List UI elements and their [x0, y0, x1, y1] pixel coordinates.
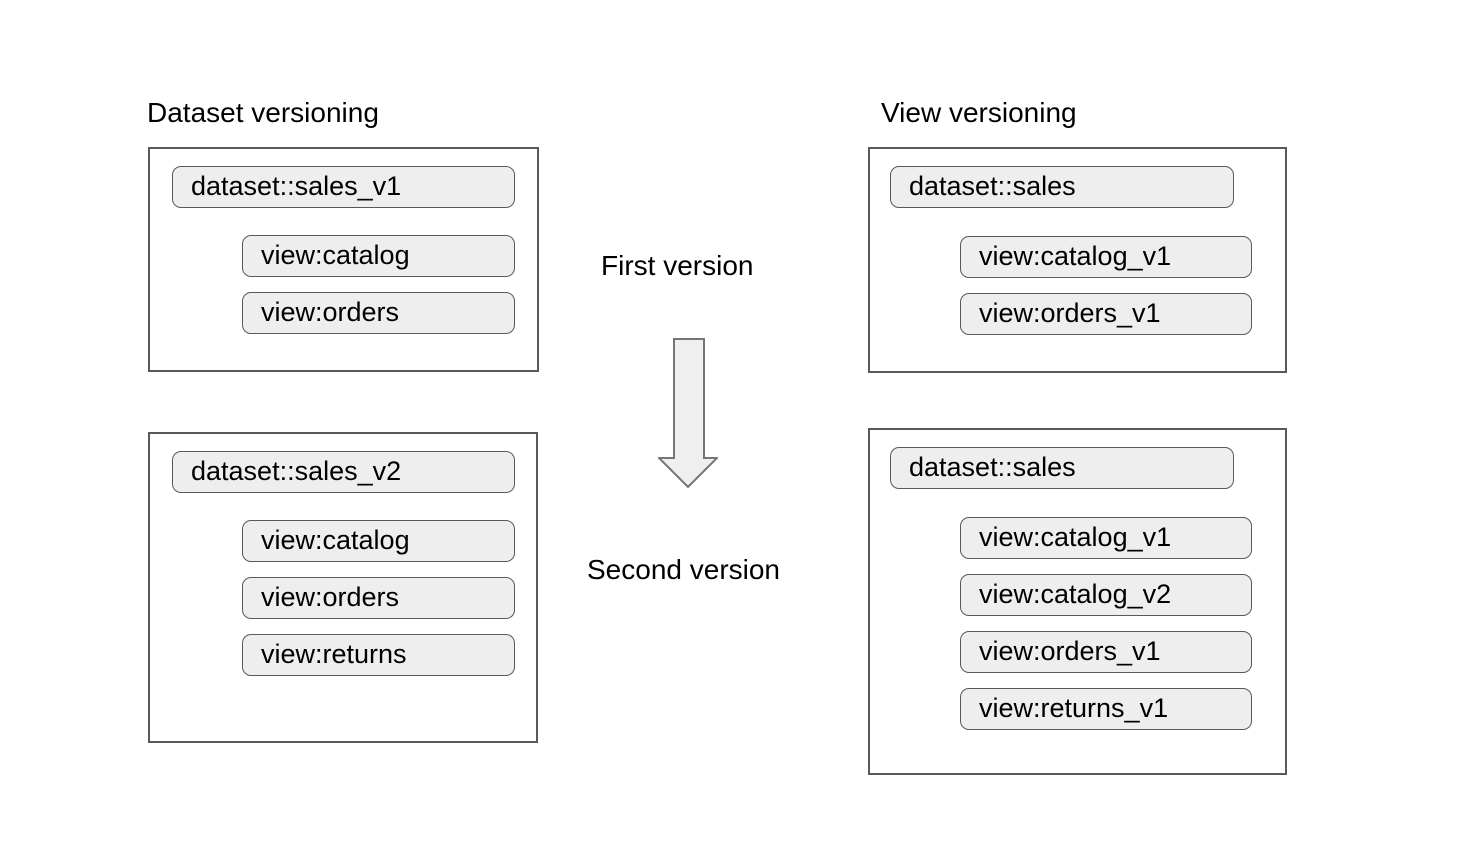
dataset-pill: dataset::sales_v2	[172, 451, 515, 493]
dataset-pill: dataset::sales	[890, 166, 1234, 208]
view-pill-list: view:catalog_v1 view:orders_v1	[960, 236, 1252, 335]
view-pill: view:catalog_v1	[960, 236, 1252, 278]
view-pill: view:orders_v1	[960, 293, 1252, 335]
view-pill: view:catalog_v1	[960, 517, 1252, 559]
down-arrow-icon	[658, 338, 718, 489]
view-versioning-title: View versioning	[881, 97, 1077, 128]
view-pill-list: view:catalog view:orders view:returns	[242, 520, 515, 676]
view-pill: view:catalog_v2	[960, 574, 1252, 616]
dataset-pill: dataset::sales	[890, 447, 1234, 489]
view-pill-list: view:catalog view:orders	[242, 235, 515, 334]
view-pill: view:orders_v1	[960, 631, 1252, 673]
view-pill: view:orders	[242, 577, 515, 619]
view-pill: view:catalog	[242, 235, 515, 277]
view-pill: view:returns_v1	[960, 688, 1252, 730]
view-pill: view:catalog	[242, 520, 515, 562]
first-version-label: First version	[601, 250, 754, 281]
dataset-pill: dataset::sales_v1	[172, 166, 515, 208]
view-pill: view:orders	[242, 292, 515, 334]
dataset-versioning-title: Dataset versioning	[147, 97, 379, 128]
second-version-label: Second version	[587, 554, 781, 585]
view-pill: view:returns	[242, 634, 515, 676]
view-pill-list: view:catalog_v1 view:catalog_v2 view:order…	[960, 517, 1252, 730]
